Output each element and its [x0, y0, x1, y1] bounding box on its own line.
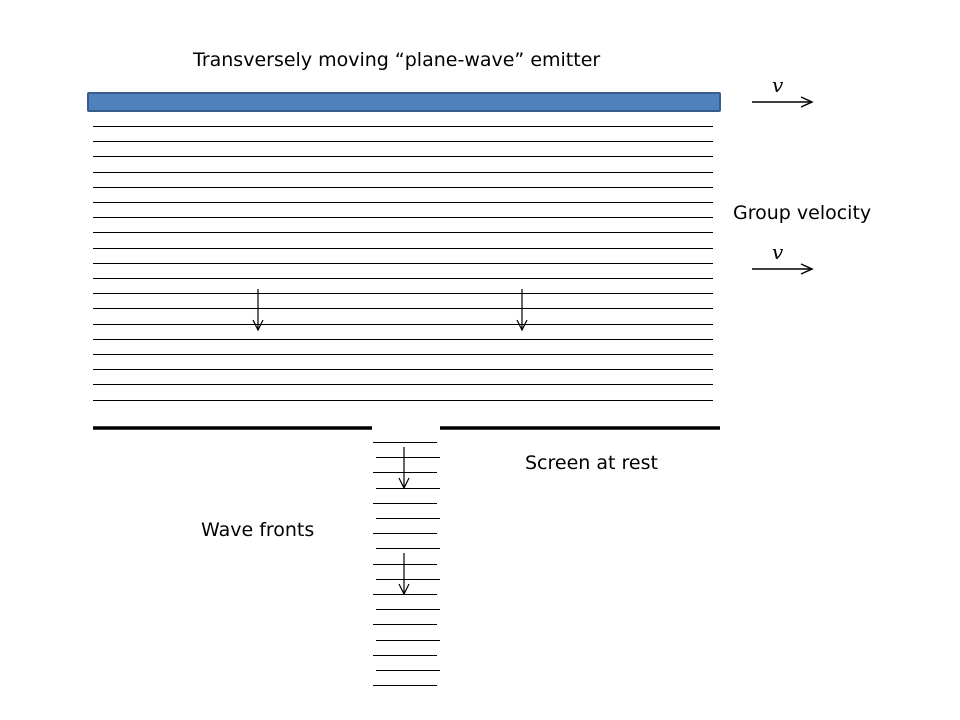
- down-arrow-icon: [252, 289, 264, 332]
- down-arrow-icon: [398, 447, 410, 490]
- screen-label: Screen at rest: [525, 452, 658, 474]
- down-arrow-icon: [516, 289, 528, 332]
- right-arrow-icon: [752, 263, 814, 275]
- group-velocity-label: Group velocity: [733, 202, 872, 224]
- right-arrow-icon: [752, 96, 814, 108]
- group-velocity-symbol: v: [772, 240, 784, 264]
- emitter-velocity-symbol: v: [772, 73, 784, 97]
- emitter-title: Transversely moving “plane-wave” emitter: [193, 49, 601, 71]
- lower-wave-fronts: [373, 442, 440, 686]
- plane-wave-emitter: [87, 92, 721, 112]
- upper-wave-fronts: [93, 126, 713, 401]
- down-arrow-icon: [398, 553, 410, 596]
- wave-fronts-label: Wave fronts: [201, 519, 315, 541]
